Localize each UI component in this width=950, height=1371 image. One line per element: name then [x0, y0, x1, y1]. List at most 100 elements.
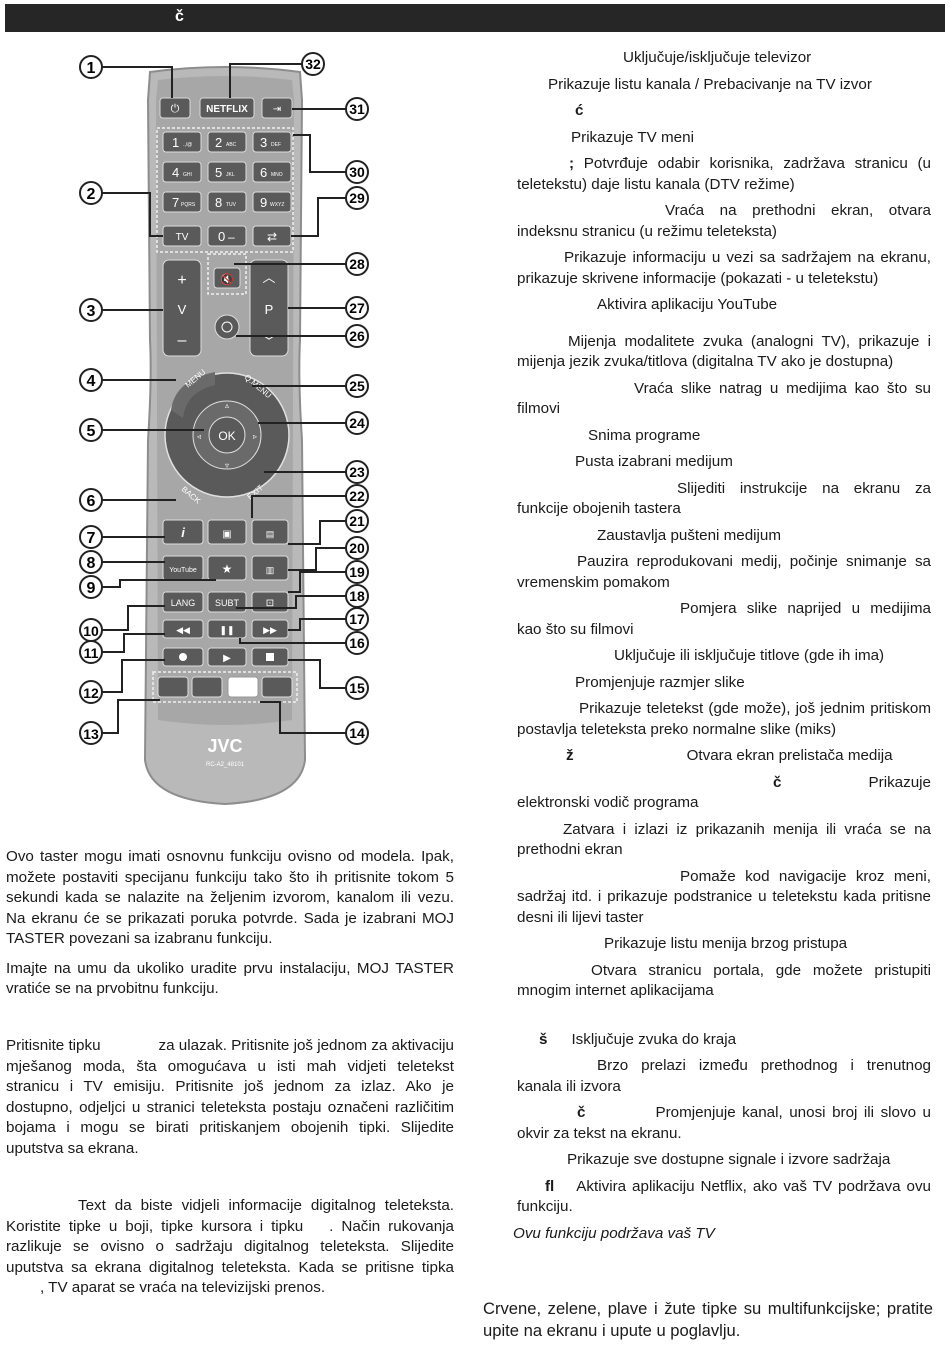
- num-6-button[interactable]: [252, 161, 292, 183]
- svg-text:32: 32: [305, 56, 321, 72]
- rewind-button[interactable]: [162, 619, 204, 639]
- svg-text:15: 15: [349, 680, 365, 696]
- lang-button[interactable]: [162, 591, 204, 613]
- my-button-icon: [221, 321, 233, 333]
- num-5-label: 5: [215, 165, 222, 180]
- red-button[interactable]: [157, 676, 189, 698]
- function-30-mark: fl: [545, 1177, 555, 1195]
- play-button[interactable]: [207, 647, 247, 667]
- digital-teletext-end: , TV aparat se vraća na televizijski pre…: [40, 1279, 326, 1296]
- svg-text:19: 19: [349, 564, 365, 580]
- num-3-label: 3: [260, 135, 267, 150]
- my-button-paragraph-1: Ovo taster mogu imati osnovnu funkciju o…: [6, 848, 454, 947]
- text-icon: ▥: [266, 565, 275, 575]
- green-button[interactable]: [191, 676, 223, 698]
- num-1-button[interactable]: [162, 131, 202, 153]
- svg-text:21: 21: [349, 513, 365, 529]
- right-arrow-icon: ▹: [253, 432, 257, 441]
- num-5-button[interactable]: [207, 161, 247, 183]
- function-27: Brzo prelazi između prethodnog i trenutn…: [517, 1057, 931, 1095]
- rewind-icon: ◀◀: [176, 625, 190, 635]
- netflix-button[interactable]: [199, 97, 255, 119]
- program-down-icon: ﹀: [262, 334, 275, 349]
- svg-text:24: 24: [349, 415, 365, 431]
- teletext-paragraph-rest: za ulazak. Pritisnite još jednom za akti…: [6, 1037, 454, 1157]
- lang-label: LANG: [171, 598, 196, 608]
- svg-text:7: 7: [87, 530, 96, 547]
- menu-segment[interactable]: [171, 372, 215, 418]
- info-button[interactable]: [162, 519, 204, 545]
- num-8-sub: TUV: [226, 202, 237, 208]
- num-0-button[interactable]: [207, 225, 247, 247]
- callouts-left: 1 2 3 4 5 6 7 8 9 10 11 12 13: [79, 55, 103, 745]
- epg-button[interactable]: [251, 519, 289, 545]
- power-button[interactable]: [159, 97, 191, 119]
- num-6-sub: MNO: [271, 172, 283, 178]
- function-28-mark: č: [577, 1104, 586, 1121]
- ok-label: OK: [218, 429, 235, 443]
- color-keys-frame: [152, 671, 298, 703]
- function-28-text: Promjenjuje kanal, unosi broj ili slovo …: [517, 1104, 931, 1142]
- num-5-sub: JKL: [226, 172, 235, 178]
- media-browser-button[interactable]: [207, 519, 247, 545]
- function-20-mark: ž: [566, 747, 574, 764]
- remote-illustration: ⏻ NETFLIX ⇥ 1 .,/@ 2 ABC 3 DEF 4 GHI 5 J…: [0, 40, 480, 820]
- num-3-button[interactable]: [252, 131, 292, 153]
- function-15: Pauzira reprodukovani medij, počinje sni…: [517, 553, 931, 591]
- callouts-right: 32 31 30 29 28 27 26 25 24 23 22 21 20 1…: [301, 52, 369, 745]
- blue-button[interactable]: [261, 676, 293, 698]
- num-6-label: 6: [260, 165, 267, 180]
- num-0-dash: –: [228, 230, 235, 244]
- num-4-button[interactable]: [162, 161, 202, 183]
- num-9-button[interactable]: [252, 191, 292, 213]
- youtube-label: YouTube: [169, 567, 197, 574]
- function-14: Zaustavlja pušteni medijum: [597, 526, 782, 544]
- svg-text:6: 6: [87, 493, 96, 510]
- my-button[interactable]: [214, 314, 240, 340]
- function-29: Prikazuje sve dostupne signale i izvore …: [567, 1151, 891, 1168]
- volume-rocker[interactable]: [162, 259, 202, 357]
- pause-button[interactable]: [207, 619, 247, 639]
- function-11: Snima programe: [588, 426, 701, 444]
- function-18: Promjenjuje razmjer slike: [575, 673, 745, 691]
- mute-button[interactable]: [213, 267, 241, 289]
- function-13: Slijediti instrukcije na ekranu za funkc…: [517, 479, 931, 518]
- star-icon: ★: [222, 562, 233, 576]
- svg-text:26: 26: [349, 328, 365, 344]
- num-7-label: 7: [172, 195, 179, 210]
- svg-text:9: 9: [87, 580, 96, 597]
- num-7-button[interactable]: [162, 191, 202, 213]
- info-label: i: [181, 525, 185, 540]
- play-icon: ▶: [223, 653, 231, 664]
- text-button[interactable]: [251, 555, 289, 581]
- subtitle-label: SUBT: [215, 598, 240, 608]
- epg-icon: ▤: [266, 529, 275, 539]
- volume-label: V: [178, 302, 187, 317]
- svg-text:30: 30: [349, 164, 365, 180]
- function-8: Aktivira aplikaciju YouTube: [597, 296, 778, 313]
- digital-teletext-paragraph: Text da biste vidjeli informacije digita…: [6, 1196, 454, 1299]
- digital-teletext-middle: . Način rukovanja razlikuje se ovisno o …: [6, 1217, 454, 1276]
- function-23: Pomaže kod navigacije kroz meni, sadržaj…: [517, 867, 931, 926]
- num-8-button[interactable]: [207, 191, 247, 213]
- function-31: Ovu funkciju podržava vaš TV: [513, 1224, 715, 1242]
- function-2: Prikazuje listu kanala / Prebacivanje na…: [548, 75, 872, 93]
- internet-button[interactable]: [207, 555, 247, 581]
- num-0-label: 0: [218, 229, 225, 244]
- svg-text:25: 25: [349, 378, 365, 394]
- num-2-button[interactable]: [207, 131, 247, 153]
- num-9-label: 9: [260, 195, 267, 210]
- digital-teletext-start: Text da biste vidjeli informacije digita…: [6, 1197, 454, 1235]
- left-arrow-icon: ◃: [197, 432, 201, 441]
- ok-button[interactable]: [208, 416, 246, 454]
- media-browser-icon: ▣: [222, 529, 231, 540]
- my-button-paragraph-2: Imajte na umu da ukoliko uradite prvu in…: [6, 959, 454, 998]
- svg-text:16: 16: [349, 635, 365, 651]
- up-arrow-icon: ▵: [225, 401, 229, 410]
- function-25: Otvara stranicu portala, gde možete pris…: [517, 961, 931, 1000]
- function-19: Prikazuje teletekst (gde može), još jedn…: [517, 700, 931, 738]
- yellow-button[interactable]: [227, 676, 259, 698]
